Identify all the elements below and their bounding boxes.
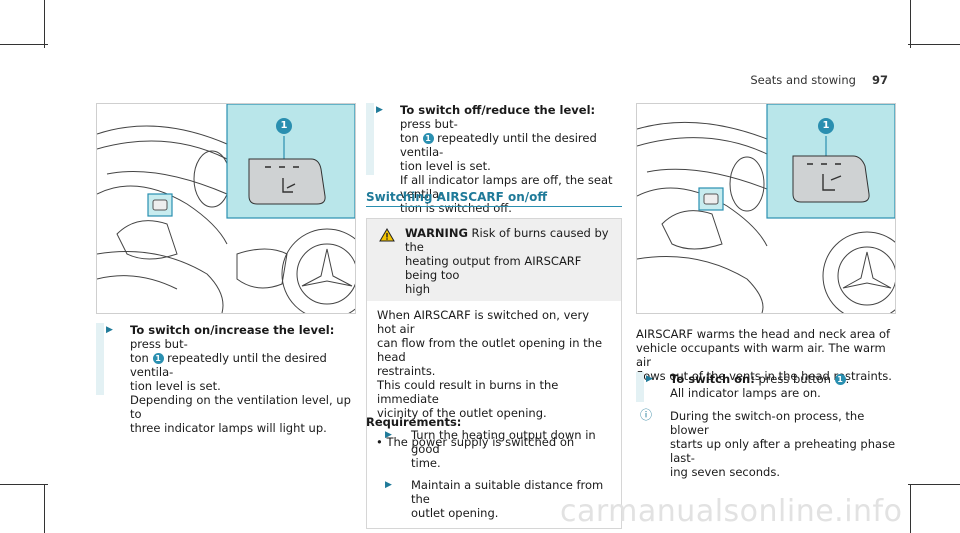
step-bar xyxy=(366,103,374,175)
crop-mark xyxy=(0,484,48,485)
warning-line: heating output from AIRSCARF being too xyxy=(405,254,582,282)
airscarf-intro: AIRSCARF warms the head and neck area of… xyxy=(636,327,898,383)
step-line: press but- xyxy=(400,117,458,131)
step-text: To switch off/reduce the level: press bu… xyxy=(400,103,628,215)
intro-line: AIRSCARF warms the head and neck area of xyxy=(636,327,891,341)
crop-mark xyxy=(910,0,911,48)
step-line: press but- xyxy=(130,337,188,351)
page-header: Seats and stowing 97 xyxy=(750,73,888,87)
requirements-label: Requirements: xyxy=(366,415,462,429)
step-line: press button xyxy=(754,372,831,386)
step-title: To switch on/increase the level: xyxy=(130,323,335,337)
warning-label: WARNING xyxy=(405,226,468,240)
step-line: If all indicator lamps are off, the seat… xyxy=(400,173,613,201)
door-illustration xyxy=(97,104,355,313)
step-airscarf-on: ▶ To switch on: press button 1. All indi… xyxy=(636,372,898,402)
warning-text: This could result in burns in the immedi… xyxy=(377,378,559,406)
step-title: To switch off/reduce the level: xyxy=(400,103,596,117)
step-line: Depending on the ventilation level, up t… xyxy=(130,393,351,421)
note-line: starts up only after a preheating phase … xyxy=(670,437,896,465)
step-line: repeatedly until the desired ventila- xyxy=(400,131,597,159)
step-arrow-icon: ▶ xyxy=(376,105,383,115)
step-switch-on: ▶ To switch on/increase the level: press… xyxy=(96,323,358,435)
section-heading: Switching AIRSCARF on/off xyxy=(366,190,548,204)
step-line: three indicator lamps will light up. xyxy=(130,421,327,435)
warning-body: When AIRSCARF is switched on, very hot a… xyxy=(367,301,621,528)
step-text: To switch on/increase the level: press b… xyxy=(130,323,358,435)
step-title: To switch on: xyxy=(670,372,755,386)
action-line: outlet opening. xyxy=(411,506,499,520)
step-arrow-icon: ▶ xyxy=(385,430,392,440)
section-name: Seats and stowing xyxy=(750,73,856,87)
step-switch-off: ▶ To switch off/reduce the level: press … xyxy=(366,103,628,215)
crop-mark xyxy=(44,0,45,48)
warning-action: ▶ Maintain a suitable distance from the … xyxy=(377,478,611,520)
note-line: During the switch-on process, the blower xyxy=(670,409,865,437)
action-line: Turn the heating output down in good xyxy=(411,428,596,456)
warning-text: can flow from the outlet opening in the … xyxy=(377,336,603,364)
callout-1-ref: 1 xyxy=(422,133,434,144)
step-bar xyxy=(96,323,104,395)
page-number: 97 xyxy=(871,73,888,87)
intro-line: vehicle occupants with warm air. The war… xyxy=(636,341,886,369)
action-line: time. xyxy=(411,456,441,470)
warning-text: vicinity of the outlet opening. xyxy=(377,406,547,420)
step-line: tion is switched off. xyxy=(400,201,512,215)
crop-mark xyxy=(908,484,960,485)
warning-line: Risk of burns caused by the xyxy=(405,226,609,254)
step-arrow-icon: ▶ xyxy=(106,325,113,335)
warning-text: restraints. xyxy=(377,364,436,378)
callout-1-ref: 1 xyxy=(152,353,164,364)
crop-mark xyxy=(0,44,48,45)
figure-airscarf: 1 xyxy=(636,103,896,314)
step-arrow-icon: ▶ xyxy=(385,480,392,490)
warning-line: high xyxy=(405,282,431,296)
step-arrow-icon: ▶ xyxy=(646,374,653,384)
callout-1-ref: 1 xyxy=(834,374,846,385)
requirements: Requirements: • The power supply is swit… xyxy=(366,415,622,449)
watermark: carmanualsonline.info xyxy=(560,494,903,529)
step-line: All indicator lamps are on. xyxy=(670,386,821,400)
step-text: To switch on: press button 1. All indica… xyxy=(670,372,850,400)
section-rule xyxy=(366,206,622,207)
note-line: ing seven seconds. xyxy=(670,465,780,479)
callout-1: 1 xyxy=(818,118,834,134)
step-line: ton xyxy=(400,131,419,145)
info-icon: ⓘ xyxy=(640,408,653,422)
door-illustration xyxy=(637,104,895,313)
intro-line: flows out of the vents in the head restr… xyxy=(636,369,892,383)
action-line: Maintain a suitable distance from the xyxy=(411,478,604,506)
warning-header: WARNING Risk of burns caused by the heat… xyxy=(367,219,621,301)
step-line: ton xyxy=(130,351,149,365)
warning-action: ▶ Turn the heating output down in good t… xyxy=(377,428,611,470)
step-line: repeatedly until the desired ventila- xyxy=(130,351,327,379)
step-bar xyxy=(636,372,644,402)
figure-seat-ventilation: 1 xyxy=(96,103,356,314)
warning-icon xyxy=(379,228,395,242)
crop-mark xyxy=(910,484,911,533)
step-line: tion level is set. xyxy=(130,379,221,393)
callout-1: 1 xyxy=(276,118,292,134)
crop-mark xyxy=(44,484,45,533)
warning-box: WARNING Risk of burns caused by the heat… xyxy=(366,218,622,529)
step-line: tion level is set. xyxy=(400,159,491,173)
requirement-text: The power supply is switched on xyxy=(386,435,575,449)
warning-text: When AIRSCARF is switched on, very hot a… xyxy=(377,308,590,336)
requirement-item: • The power supply is switched on xyxy=(376,435,575,449)
crop-mark xyxy=(908,44,960,45)
